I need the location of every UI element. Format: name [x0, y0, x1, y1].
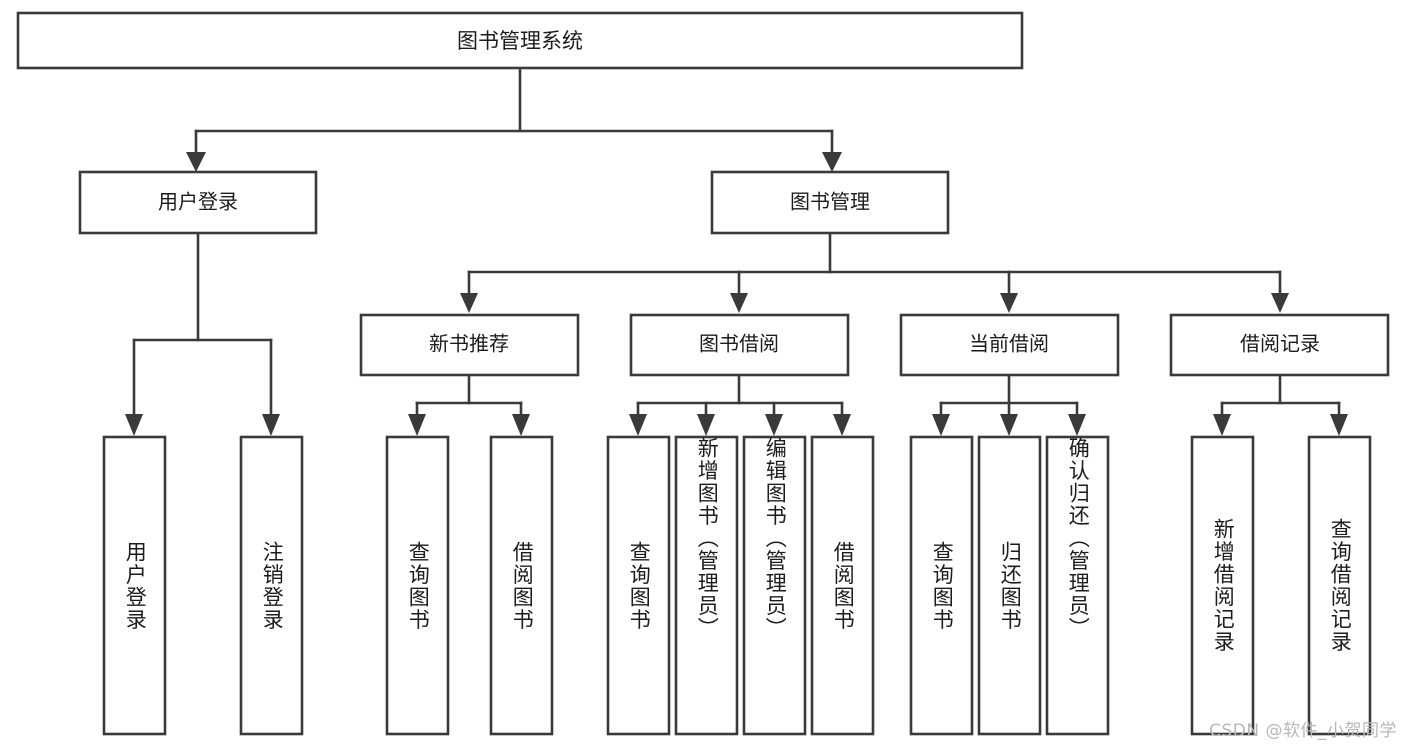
- leaf-box-new-book-0[interactable]: [385, 435, 450, 736]
- leaf-box-book-borrow-0[interactable]: [606, 435, 671, 736]
- connector-new-book-to-leaves: [408, 373, 530, 436]
- arrow-head-leaf-book-borrow-2: [765, 414, 783, 436]
- leaf-box-user-login-1[interactable]: [239, 435, 304, 736]
- node-root-system[interactable]: 图书管理系统: [16, 11, 1024, 70]
- leaf-box-current-borrow-0[interactable]: [909, 435, 974, 736]
- node-current-borrow-box: [899, 313, 1120, 377]
- leaf-boxes-book-borrow: [606, 435, 875, 736]
- node-current-borrow[interactable]: 当前借阅: [899, 313, 1120, 377]
- node-book-manage[interactable]: 图书管理: [710, 170, 950, 235]
- arrow-head-leaf-current-borrow-2: [1068, 414, 1086, 436]
- csdn-watermark: CSDN @软件_小贺同学: [1209, 721, 1397, 741]
- node-new-book-recommend[interactable]: 新书推荐: [359, 313, 580, 377]
- node-user-login[interactable]: 用户登录: [78, 170, 318, 235]
- arrow-head-leaf-current-borrow-1: [1000, 414, 1018, 436]
- arrow-head-leaf-book-borrow-0: [629, 414, 647, 436]
- leaf-boxes-new-book-recommend: [385, 435, 554, 736]
- node-user-login-box: [78, 170, 318, 235]
- leaf-box-book-borrow-1[interactable]: [674, 435, 739, 736]
- node-user-login-label: 用户登录: [158, 190, 238, 214]
- arrow-head-leaf-borrow-record-0: [1213, 414, 1231, 436]
- arrow-head-leaf-user-login-0: [125, 414, 143, 436]
- arrow-head-user-login: [186, 152, 206, 172]
- arrow-head-leaf-user-login-1: [262, 414, 280, 436]
- leaf-box-current-borrow-1[interactable]: [977, 435, 1042, 736]
- leaf-box-user-login-0[interactable]: [102, 435, 167, 736]
- node-book-manage-label: 图书管理: [790, 190, 870, 214]
- node-book-borrow-label: 图书借阅: [699, 332, 779, 356]
- connector-root-to-level2: [186, 66, 842, 172]
- leaf-box-borrow-record-0[interactable]: [1190, 435, 1255, 736]
- leaf-box-current-borrow-2[interactable]: [1045, 435, 1110, 736]
- node-new-book-recommend-box: [359, 313, 580, 377]
- connector-current-borrow-to-leaves: [932, 373, 1086, 436]
- arrow-head-leaf-book-borrow-3: [833, 414, 851, 436]
- arrow-head-borrow-record: [1271, 293, 1289, 313]
- leaf-box-new-book-1[interactable]: [489, 435, 554, 736]
- node-current-borrow-label: 当前借阅: [969, 332, 1049, 356]
- node-book-manage-box: [710, 170, 950, 235]
- arrow-head-new-book: [460, 293, 478, 313]
- node-borrow-record[interactable]: 借阅记录: [1169, 313, 1390, 377]
- node-root-box: [16, 11, 1024, 70]
- leaf-box-book-borrow-3[interactable]: [810, 435, 875, 736]
- arrow-head-leaf-new-book-0: [408, 414, 426, 436]
- arrow-head-current-borrow: [1000, 293, 1018, 313]
- arrow-head-leaf-borrow-record-1: [1330, 414, 1348, 436]
- node-root-label: 图书管理系统: [457, 29, 583, 53]
- leaf-boxes-user-login: [102, 435, 304, 736]
- leaf-box-borrow-record-1[interactable]: [1307, 435, 1372, 736]
- arrow-head-book-manage: [822, 152, 842, 172]
- node-new-book-recommend-label: 新书推荐: [429, 332, 509, 356]
- node-book-borrow-box: [629, 313, 850, 377]
- node-borrow-record-label: 借阅记录: [1240, 332, 1320, 356]
- node-book-borrow[interactable]: 图书借阅: [629, 313, 850, 377]
- connector-book-manage-to-level3: [460, 231, 1289, 313]
- leaf-boxes-borrow-record: [1190, 435, 1372, 736]
- leaf-boxes-current-borrow: [909, 435, 1110, 736]
- arrow-head-leaf-new-book-1: [512, 414, 530, 436]
- connector-borrow-record-to-leaves: [1213, 373, 1348, 436]
- connector-user-login-to-leaves: [125, 231, 280, 436]
- node-borrow-record-box: [1169, 313, 1390, 377]
- leaf-box-book-borrow-2[interactable]: [742, 435, 807, 736]
- arrow-head-leaf-book-borrow-1: [697, 414, 715, 436]
- arrow-head-book-borrow: [730, 293, 748, 313]
- connector-book-borrow-to-leaves: [629, 373, 851, 436]
- arrow-head-leaf-current-borrow-0: [932, 414, 950, 436]
